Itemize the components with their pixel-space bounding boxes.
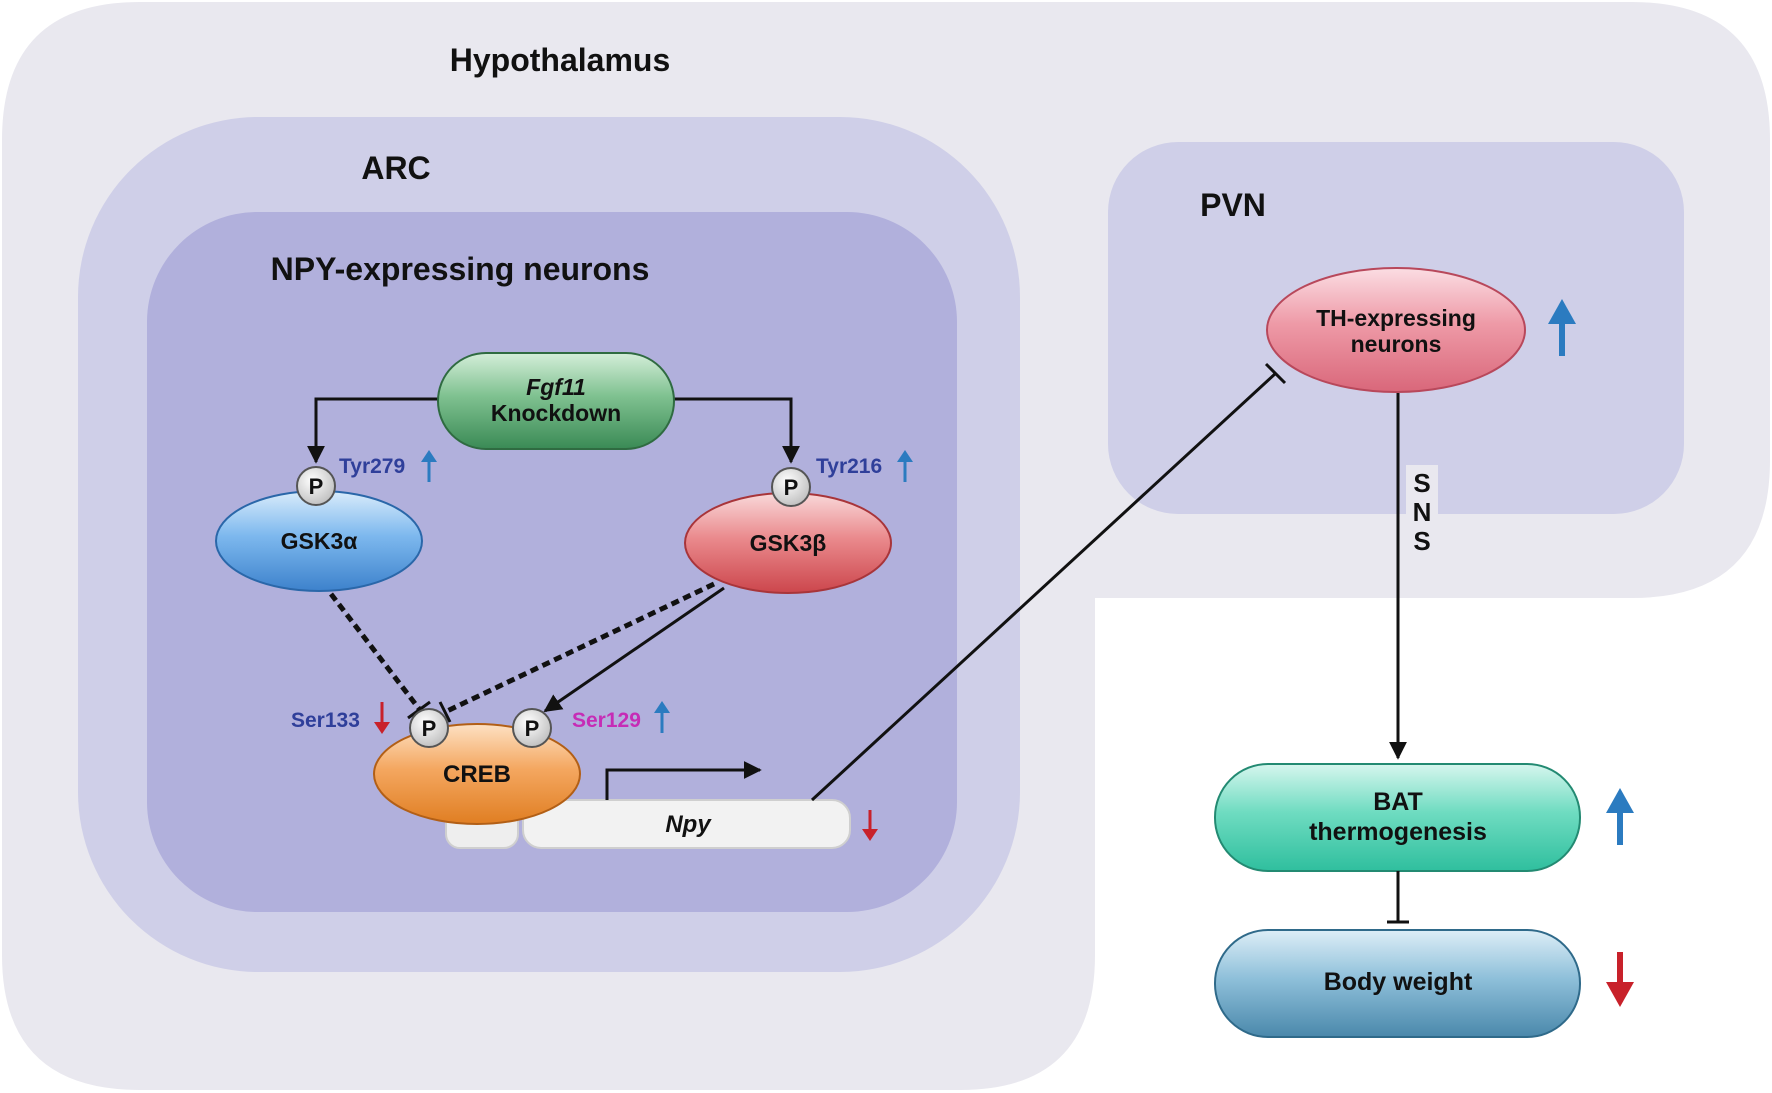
fgf11-knockdown-node [437, 352, 675, 450]
hypothalamus-label: Hypothalamus [450, 42, 670, 78]
ser129-up-arrow-icon [654, 701, 670, 733]
creb-ser133-phospho-icon [409, 708, 449, 748]
pvn-label: PVN [1200, 187, 1266, 223]
npy-gene-box [522, 799, 851, 849]
sns-label-bg [1406, 465, 1438, 557]
gsk3b-to-creb-ser129-arrow [543, 586, 725, 713]
gsk3a-phospho-label: P [309, 474, 324, 499]
arc-label: ARC [361, 150, 430, 186]
npy-inhibits-th-line [810, 371, 1278, 802]
tyr279-label: Tyr279 [339, 455, 405, 478]
creb-node [373, 723, 581, 825]
knockdown-label: Knockdown [491, 400, 621, 426]
ser133-down-arrow-icon [374, 702, 390, 734]
creb-ser129-phospho-icon [512, 708, 552, 748]
bat-up-arrow-icon [1606, 788, 1634, 845]
creb-ser129-phospho-label: P [525, 716, 540, 741]
bat-line2-label: thermogenesis [1309, 818, 1487, 846]
tyr279-up-arrow-icon [421, 450, 437, 482]
body-weight-node [1214, 929, 1581, 1038]
th-neurons-up-arrow-icon [1548, 299, 1576, 356]
creb-label: CREB [443, 761, 511, 788]
gsk3b-inhibits-creb-ser133 [443, 581, 716, 715]
fgf11-to-gsk3a-arrow [307, 397, 438, 464]
th-line1-label: TH-expressing [1316, 305, 1476, 331]
creb-ser133-phospho-label: P [422, 716, 437, 741]
bat-line1-label: BAT [1373, 788, 1423, 816]
gsk3a-inhibit-bar [407, 700, 431, 720]
gsk3b-phospho-label: P [784, 475, 799, 500]
gsk3a-inhibits-creb-ser133 [329, 592, 422, 712]
npy-neurons-label: NPY-expressing neurons [271, 251, 650, 287]
gsk3a-label: GSK3α [281, 528, 358, 554]
npy-neurons-region [147, 212, 957, 912]
gsk3b-label: GSK3β [750, 530, 827, 556]
sns-letter-3: S [1413, 526, 1430, 556]
npy-gene-label: Npy [665, 811, 712, 838]
fgf11-label: Fgf11 [526, 374, 586, 400]
npy-down-arrow-icon [862, 810, 878, 841]
ser129-label: Ser129 [572, 709, 641, 732]
gsk3b-phospho-icon [771, 467, 811, 507]
sns-letter-2: N [1413, 497, 1432, 527]
th-line2-label: neurons [1351, 331, 1442, 357]
tyr216-label: Tyr216 [816, 455, 882, 478]
npy-inhibit-bar [1264, 362, 1287, 385]
fgf11-to-gsk3b-arrow [673, 397, 800, 464]
body-weight-down-arrow-icon [1606, 952, 1634, 1007]
transcription-arrow [605, 761, 762, 800]
ser133-label: Ser133 [291, 709, 360, 732]
tyr216-up-arrow-icon [897, 450, 913, 482]
gsk3b-inhibit-bar [438, 701, 452, 723]
th-neurons-node [1266, 267, 1526, 393]
body-weight-label: Body weight [1324, 968, 1473, 996]
gsk3a-phospho-icon [296, 466, 336, 506]
sns-letter-1: S [1413, 468, 1430, 498]
